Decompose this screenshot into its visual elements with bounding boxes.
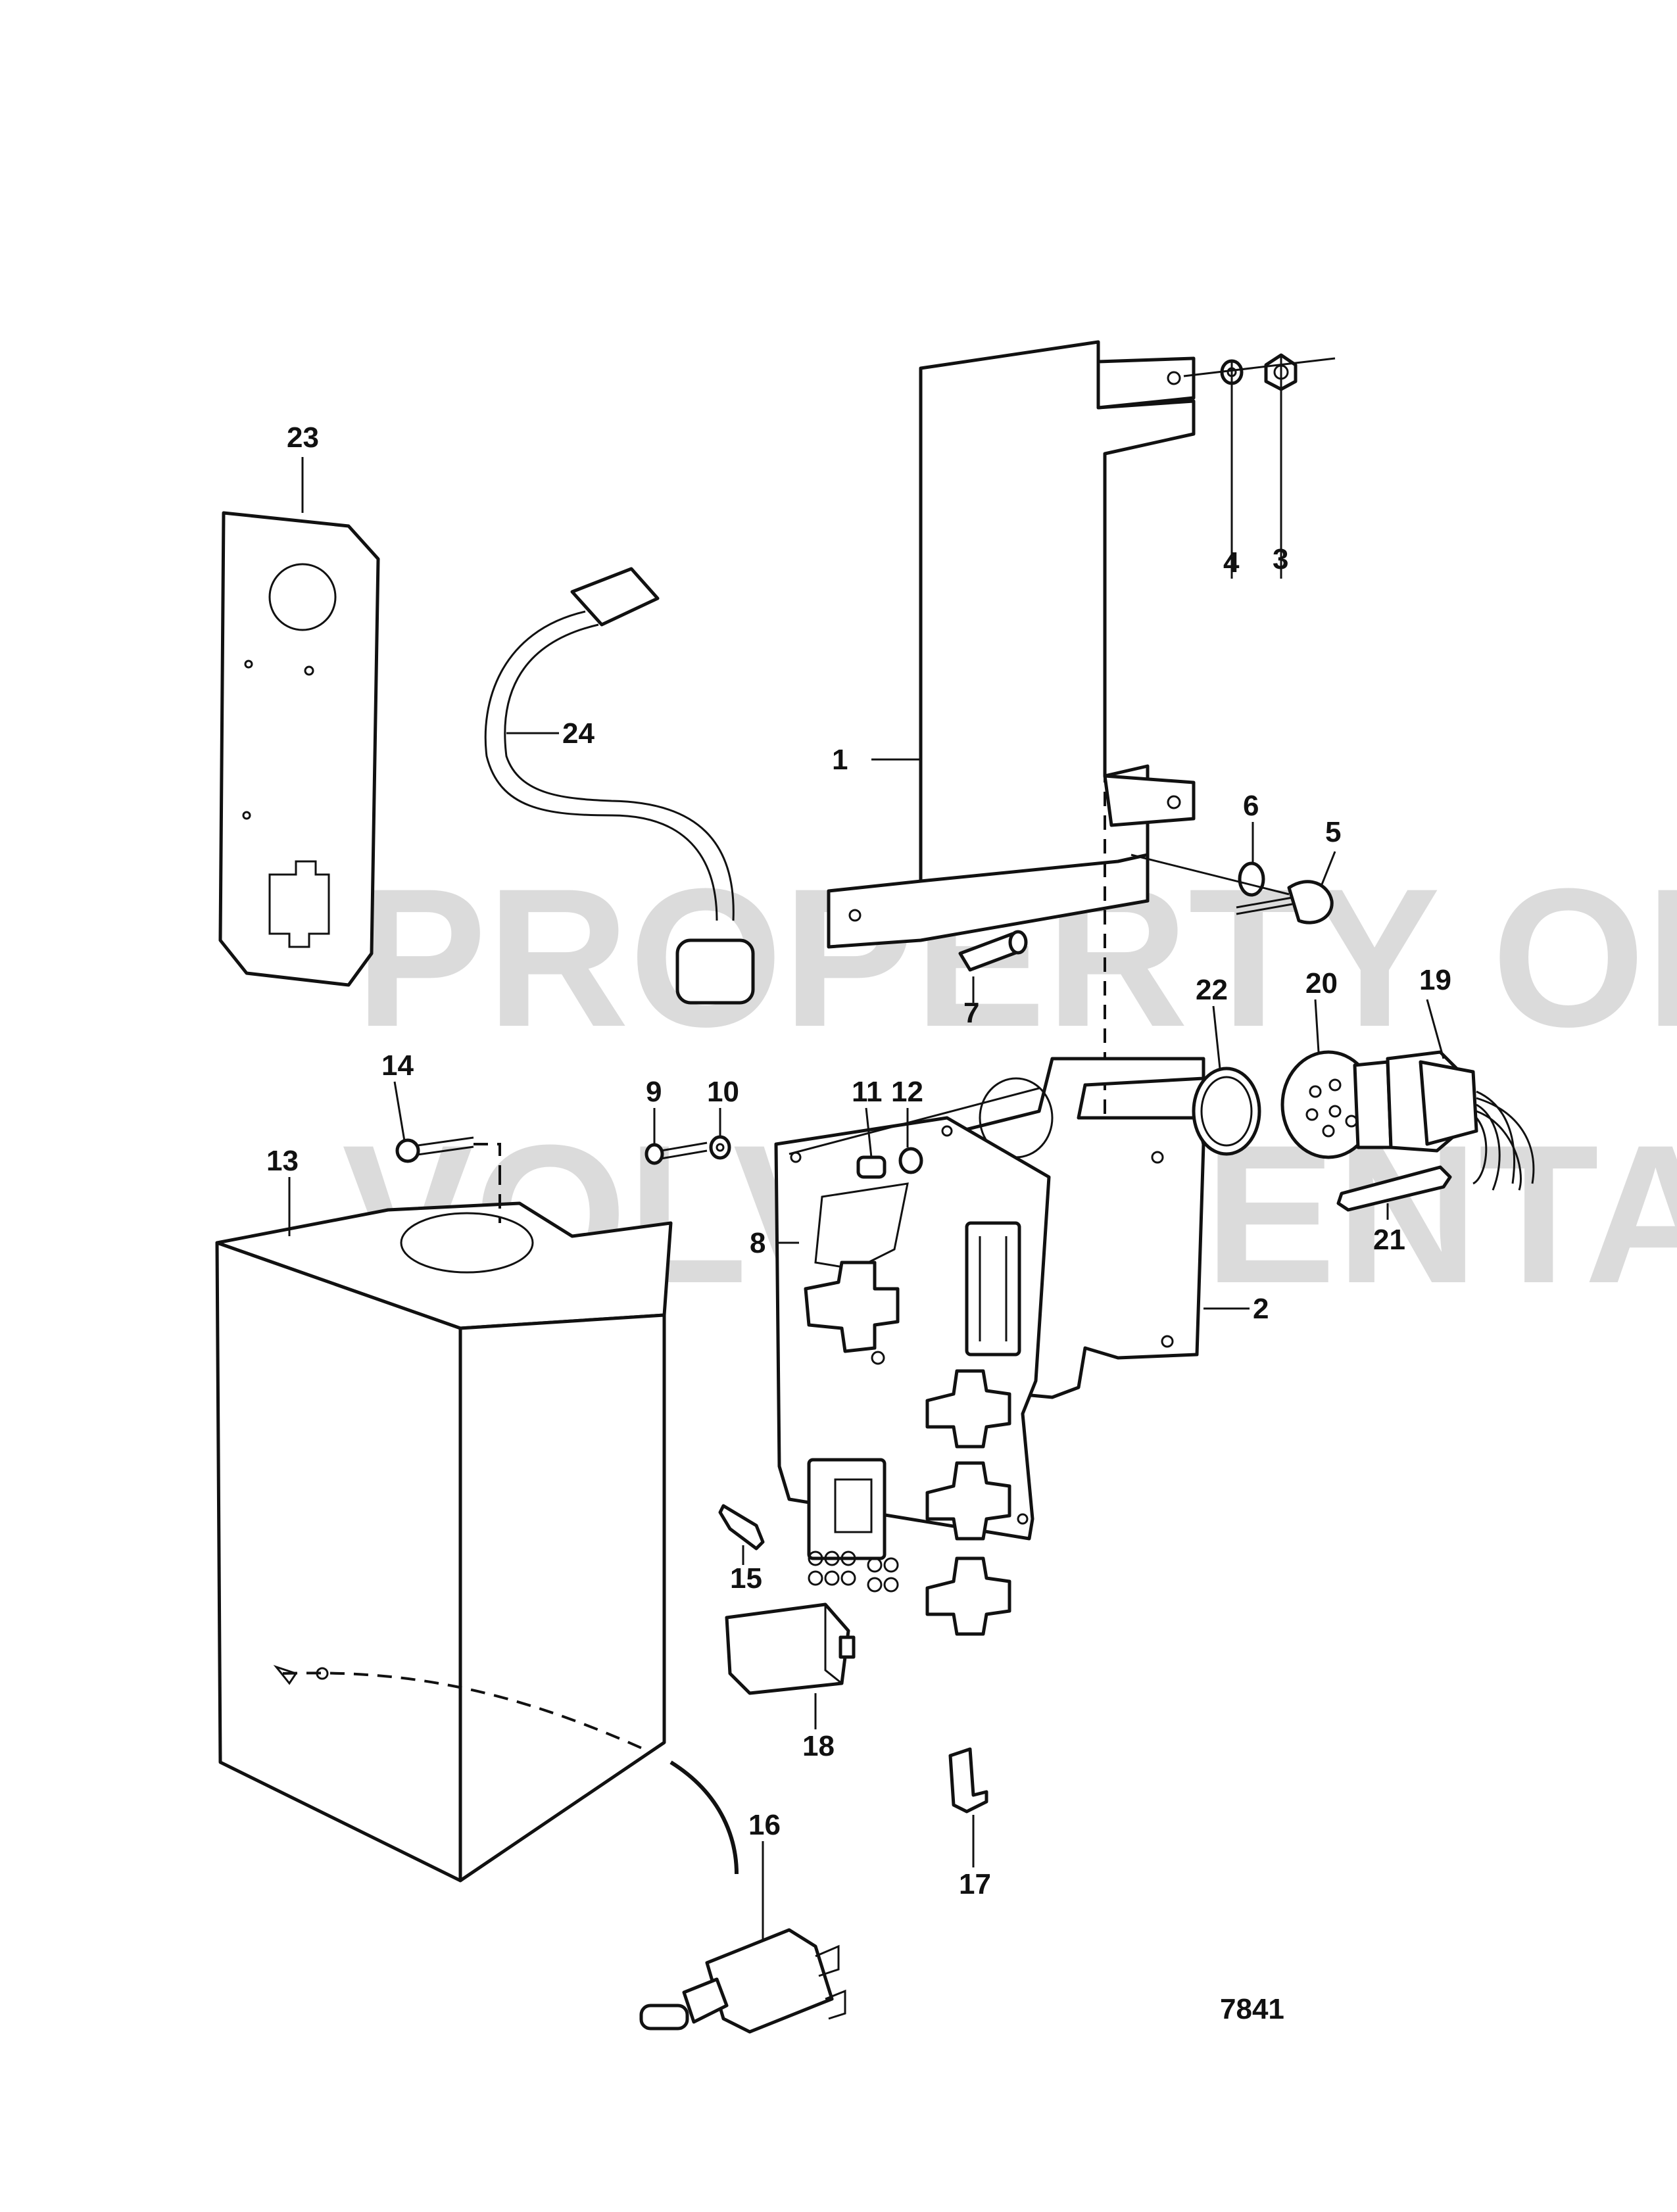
fastener-axis-line: [789, 1087, 1040, 1155]
relay-socket-1: [804, 1261, 900, 1353]
relay-socket-3: [925, 1461, 1011, 1541]
fuse-holder-block: [965, 1221, 1021, 1357]
part-13-cover-box: [215, 1170, 673, 1883]
connector-pin-grid: [808, 1551, 899, 1593]
part-9-screw: [644, 1142, 708, 1165]
part-20-connector: [1280, 1050, 1393, 1159]
part-22-sealing-ring: [1192, 1067, 1261, 1156]
part-8-circuit-board: [774, 1116, 1051, 1636]
callout-9: 9: [646, 1076, 662, 1108]
callout-22: 22: [1196, 974, 1228, 1006]
callout-24: 24: [562, 717, 595, 750]
relay-socket-2: [925, 1369, 1011, 1449]
callout-1: 1: [832, 744, 848, 776]
part-7-stud: [958, 930, 1028, 972]
callout-23: 23: [287, 421, 319, 454]
leader-lines: [288, 355, 1445, 1940]
callout-4: 4: [1223, 546, 1240, 579]
callout-12: 12: [891, 1076, 923, 1108]
callout-5: 5: [1325, 816, 1341, 848]
callout-19: 19: [1419, 964, 1451, 996]
flasher-relay-socket: [807, 1458, 887, 1560]
callout-11: 11: [852, 1076, 883, 1108]
part-6-spring-washer: [1238, 861, 1265, 897]
relay-socket-4: [925, 1556, 1011, 1636]
part-21-fuse: [1336, 1165, 1452, 1212]
callout-7: 7: [963, 997, 979, 1029]
part-16-switch: [639, 1760, 846, 2034]
bolt-axis-line-3-4: [1183, 357, 1336, 377]
callout-15: 15: [730, 1562, 762, 1595]
callout-8: 8: [750, 1227, 766, 1259]
callout-16: 16: [748, 1809, 781, 1841]
part-1-bracket: [827, 340, 1196, 1249]
part-12-screw: [898, 1147, 923, 1174]
part-17-clip: [948, 1747, 988, 1814]
callout-13: 13: [266, 1145, 299, 1177]
callout-18: 18: [802, 1730, 835, 1762]
callout-20: 20: [1305, 967, 1338, 999]
callout-17: 17: [959, 1868, 991, 1900]
part-5-screw: [1236, 880, 1334, 925]
part-11-spacer: [856, 1155, 887, 1179]
part-10-washer: [709, 1135, 731, 1160]
part-18-relay: [725, 1602, 856, 1695]
screw-14-path: [474, 1143, 501, 1170]
bolt-axis-line-5-6: [1130, 854, 1290, 896]
part-23-cover-plate: [218, 511, 380, 987]
part-19-connector-harness: [1386, 1050, 1535, 1191]
callout-2: 2: [1253, 1293, 1269, 1325]
callout-3: 3: [1273, 543, 1288, 575]
callout-21: 21: [1373, 1224, 1405, 1256]
part-15-fuse: [718, 1504, 765, 1551]
callout-10: 10: [707, 1076, 739, 1108]
part-24-cable: [484, 567, 755, 1005]
drawing-number: 7841: [1220, 1993, 1284, 2025]
callout-labels: 23 24 1 4 3 6 5 7 12 11 10 9 14 13 8 2 1…: [266, 421, 1451, 1900]
callout-6: 6: [1243, 790, 1259, 822]
callout-14: 14: [381, 1049, 414, 1082]
part-14-screw: [395, 1136, 474, 1163]
